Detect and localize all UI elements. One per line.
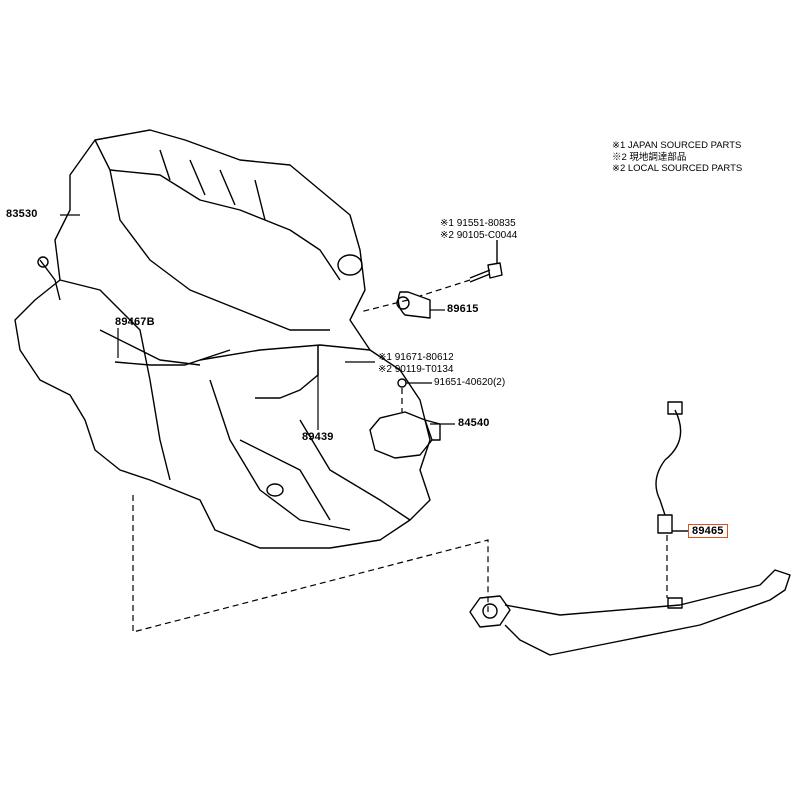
part-label-84540[interactable]: 84540 xyxy=(458,417,490,429)
part-label-89615[interactable]: 89615 xyxy=(447,303,479,315)
part-label-bolt-84540[interactable]: 91651-40620(2) xyxy=(434,377,506,388)
bolt-89439-local[interactable]: ※2 90119-T0134 xyxy=(378,363,454,375)
bolt-89439-numbers: ※1 91671-80612 ※2 90119-T0134 xyxy=(378,352,454,375)
bolt-89615-numbers: ※1 91551-80835 ※2 90105-C0044 xyxy=(440,218,517,241)
bolt-89439-japan[interactable]: ※1 91671-80612 xyxy=(378,352,454,363)
engine-assembly xyxy=(14,129,431,549)
part-label-89467b[interactable]: 89467B xyxy=(115,316,155,328)
legend-local-sourced: ※2 LOCAL SOURCED PARTS xyxy=(612,163,743,174)
legend-japan-sourced: ※1 JAPAN SOURCED PARTS xyxy=(612,140,742,151)
part-label-89465[interactable]: 89465 xyxy=(688,524,728,538)
bolt-89615-local[interactable]: ※2 90105-C0044 xyxy=(440,229,518,241)
bolt-89615-japan[interactable]: ※1 91551-80835 xyxy=(440,218,516,229)
legend-local-jp: ※2 現地調達部品 xyxy=(612,151,687,163)
part-label-89439[interactable]: 89439 xyxy=(302,431,334,443)
legend: ※1 JAPAN SOURCED PARTS ※2 現地調達部品 ※2 LOCA… xyxy=(612,140,742,175)
part-label-83530[interactable]: 83530 xyxy=(6,208,38,220)
